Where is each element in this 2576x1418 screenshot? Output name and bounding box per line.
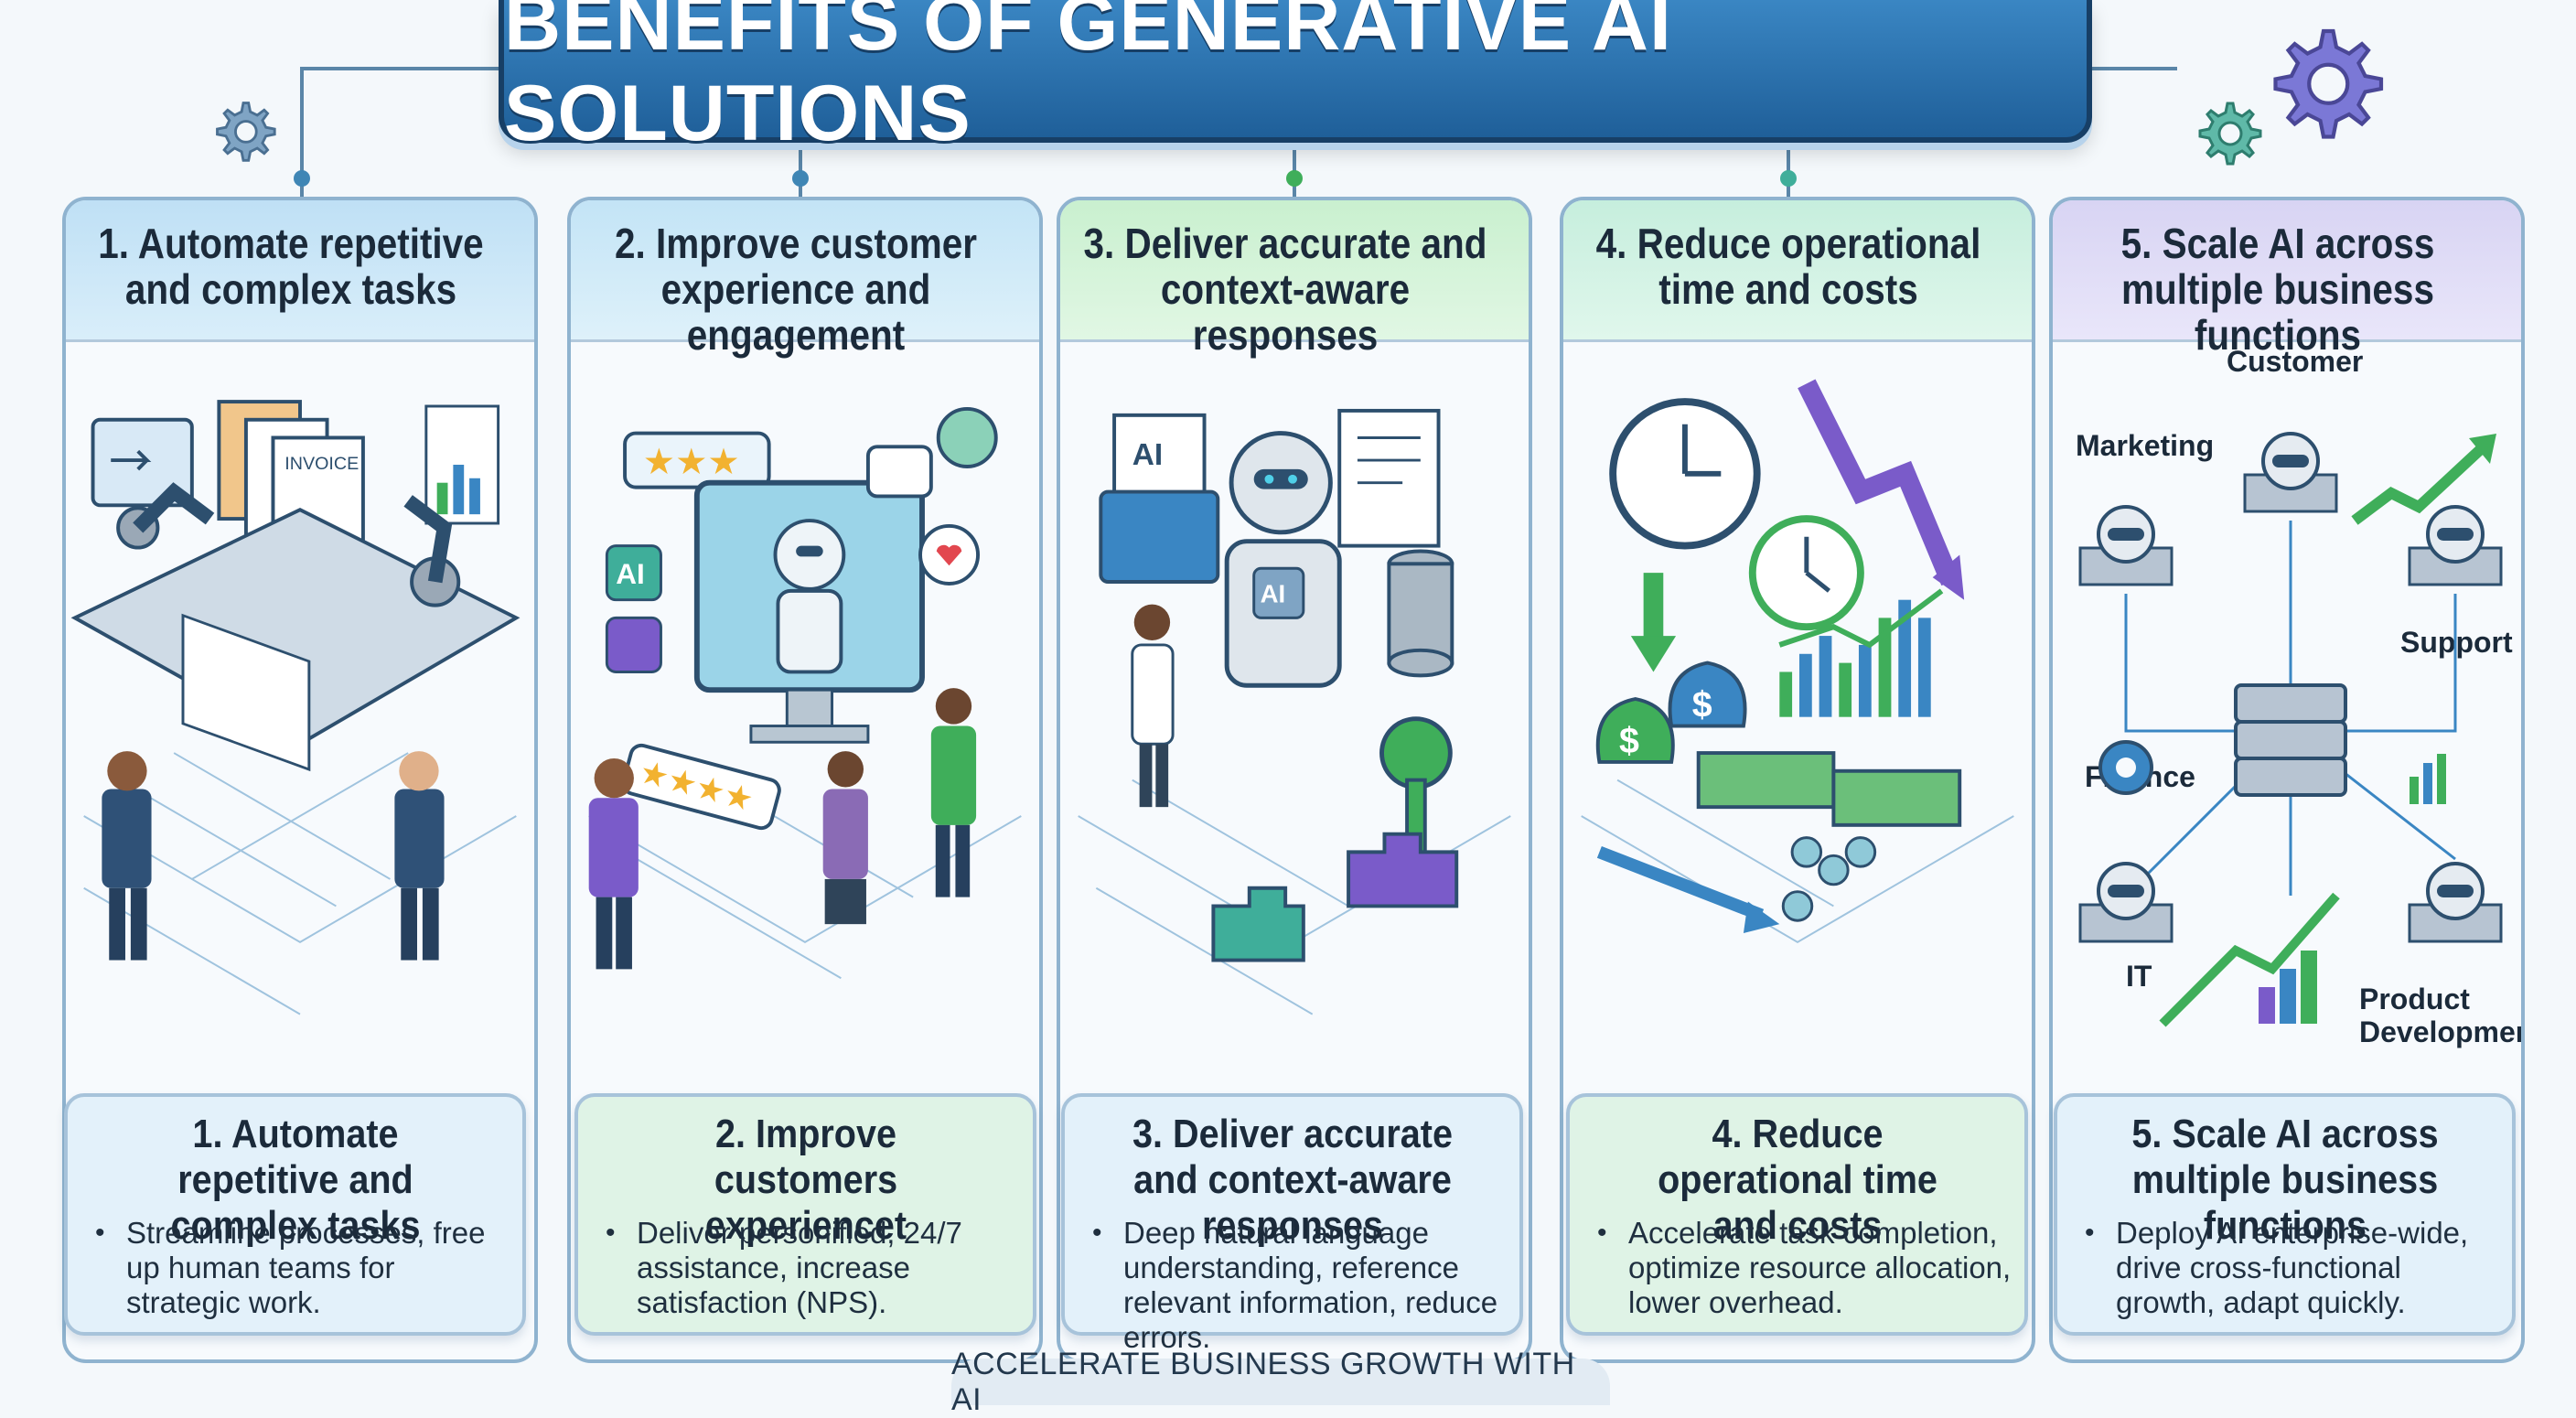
footer-text: ACCELERATE BUSINESS GROWTH WITH AI — [951, 1346, 1575, 1417]
card-description: • Deploy AI enterprise-wide, drive cross… — [2085, 1216, 2469, 1319]
bullet-icon: • — [2085, 1218, 2095, 1248]
money-bag-dollar: $ — [1692, 685, 1712, 725]
panel-header: 2. Improve customer experience and engag… — [571, 200, 1039, 358]
function-label-it: IT — [2126, 960, 2152, 993]
benefit-card-1: 1. Automate repetitive and complex tasks… — [64, 1093, 526, 1336]
ai-doc-label: AI — [1132, 438, 1163, 472]
gear-icon — [216, 102, 276, 162]
benefit-card-5: 5. Scale AI across multiple business fun… — [2054, 1093, 2516, 1336]
robot-ai-label: AI — [1261, 580, 1286, 608]
accurate-responses-illustration: AI AI — [1078, 408, 1511, 1015]
invoice-label: INVOICE — [284, 454, 359, 474]
panel-header: 3. Deliver accurate and context-aware re… — [1060, 200, 1529, 358]
bullet-icon: • — [1597, 1218, 1607, 1248]
connector-lines — [294, 67, 2177, 197]
card-description: • Accelerate task completion, optimize r… — [1597, 1216, 2012, 1319]
bullet-icon: • — [95, 1218, 105, 1248]
card-description: • Deep natural language understanding, r… — [1092, 1216, 1498, 1354]
card-title: 1. Automate repetitive and complex tasks — [170, 1112, 420, 1248]
gear-icon — [2273, 28, 2384, 139]
card-description: • Deliver personified, 24/7 assistance, … — [606, 1216, 962, 1319]
panel-heading: 5. Scale AI across multiple business fun… — [2120, 220, 2435, 359]
benefit-card-4: 4. Reduce operational time and costs • A… — [1566, 1093, 2028, 1336]
card-title: 2. Improve customers experiencet — [704, 1112, 907, 1248]
panel-heading: 4. Reduce operational time and costs — [1595, 220, 1981, 313]
svg-text:★★★: ★★★ — [643, 442, 740, 482]
card-title: 3. Deliver accurate and context-aware re… — [1132, 1112, 1453, 1248]
panel-header: 1. Automate repetitive and complex tasks — [66, 200, 534, 342]
benefit-card-2: 2. Improve customers experiencet • Deliv… — [574, 1093, 1036, 1336]
ai-badge: AI — [616, 557, 645, 590]
panel-heading: 2. Improve customer experience and engag… — [615, 220, 977, 359]
footer-banner: ACCELERATE BUSINESS GROWTH WITH AI — [951, 1347, 1610, 1417]
bullet-icon: • — [606, 1218, 616, 1248]
card-title: 5. Scale AI across multiple business fun… — [2131, 1112, 2439, 1248]
benefit-card-3: 3. Deliver accurate and context-aware re… — [1061, 1093, 1523, 1354]
money-bag-dollar: $ — [1619, 721, 1639, 761]
robot-icons — [2078, 432, 2503, 943]
function-label-customer: Customer — [2227, 345, 2364, 378]
page-title-banner: BENEFITS OF GENERATIVE AI SOLUTIONS — [499, 0, 2092, 157]
panel-heading: 3. Deliver accurate and context-aware re… — [1083, 220, 1487, 359]
card-title: 4. Reduce operational time and costs — [1657, 1112, 1937, 1248]
page-title: BENEFITS OF GENERATIVE AI SOLUTIONS — [504, 0, 1672, 157]
bullet-icon: • — [1092, 1218, 1102, 1248]
customer-experience-illustration: ★★★ AI ★★★★ — [588, 406, 1022, 980]
function-label-marketing: Marketing — [2076, 429, 2215, 462]
card-description: • Streamline processes, free up human te… — [95, 1216, 486, 1319]
scale-ai-illustration — [2078, 432, 2503, 1027]
cost-reduction-illustration: $ $ — [1581, 379, 2014, 943]
panel-header: 5. Scale AI across multiple business fun… — [2053, 200, 2521, 358]
panel-header: 4. Reduce operational time and costs — [1563, 200, 2032, 342]
gear-icon — [2198, 102, 2262, 166]
panel-heading: 1. Automate repetitive and complex tasks — [98, 220, 484, 313]
function-label-product-development: Product Development — [2359, 983, 2525, 1048]
automation-illustration: INVOICE — [70, 400, 521, 1015]
